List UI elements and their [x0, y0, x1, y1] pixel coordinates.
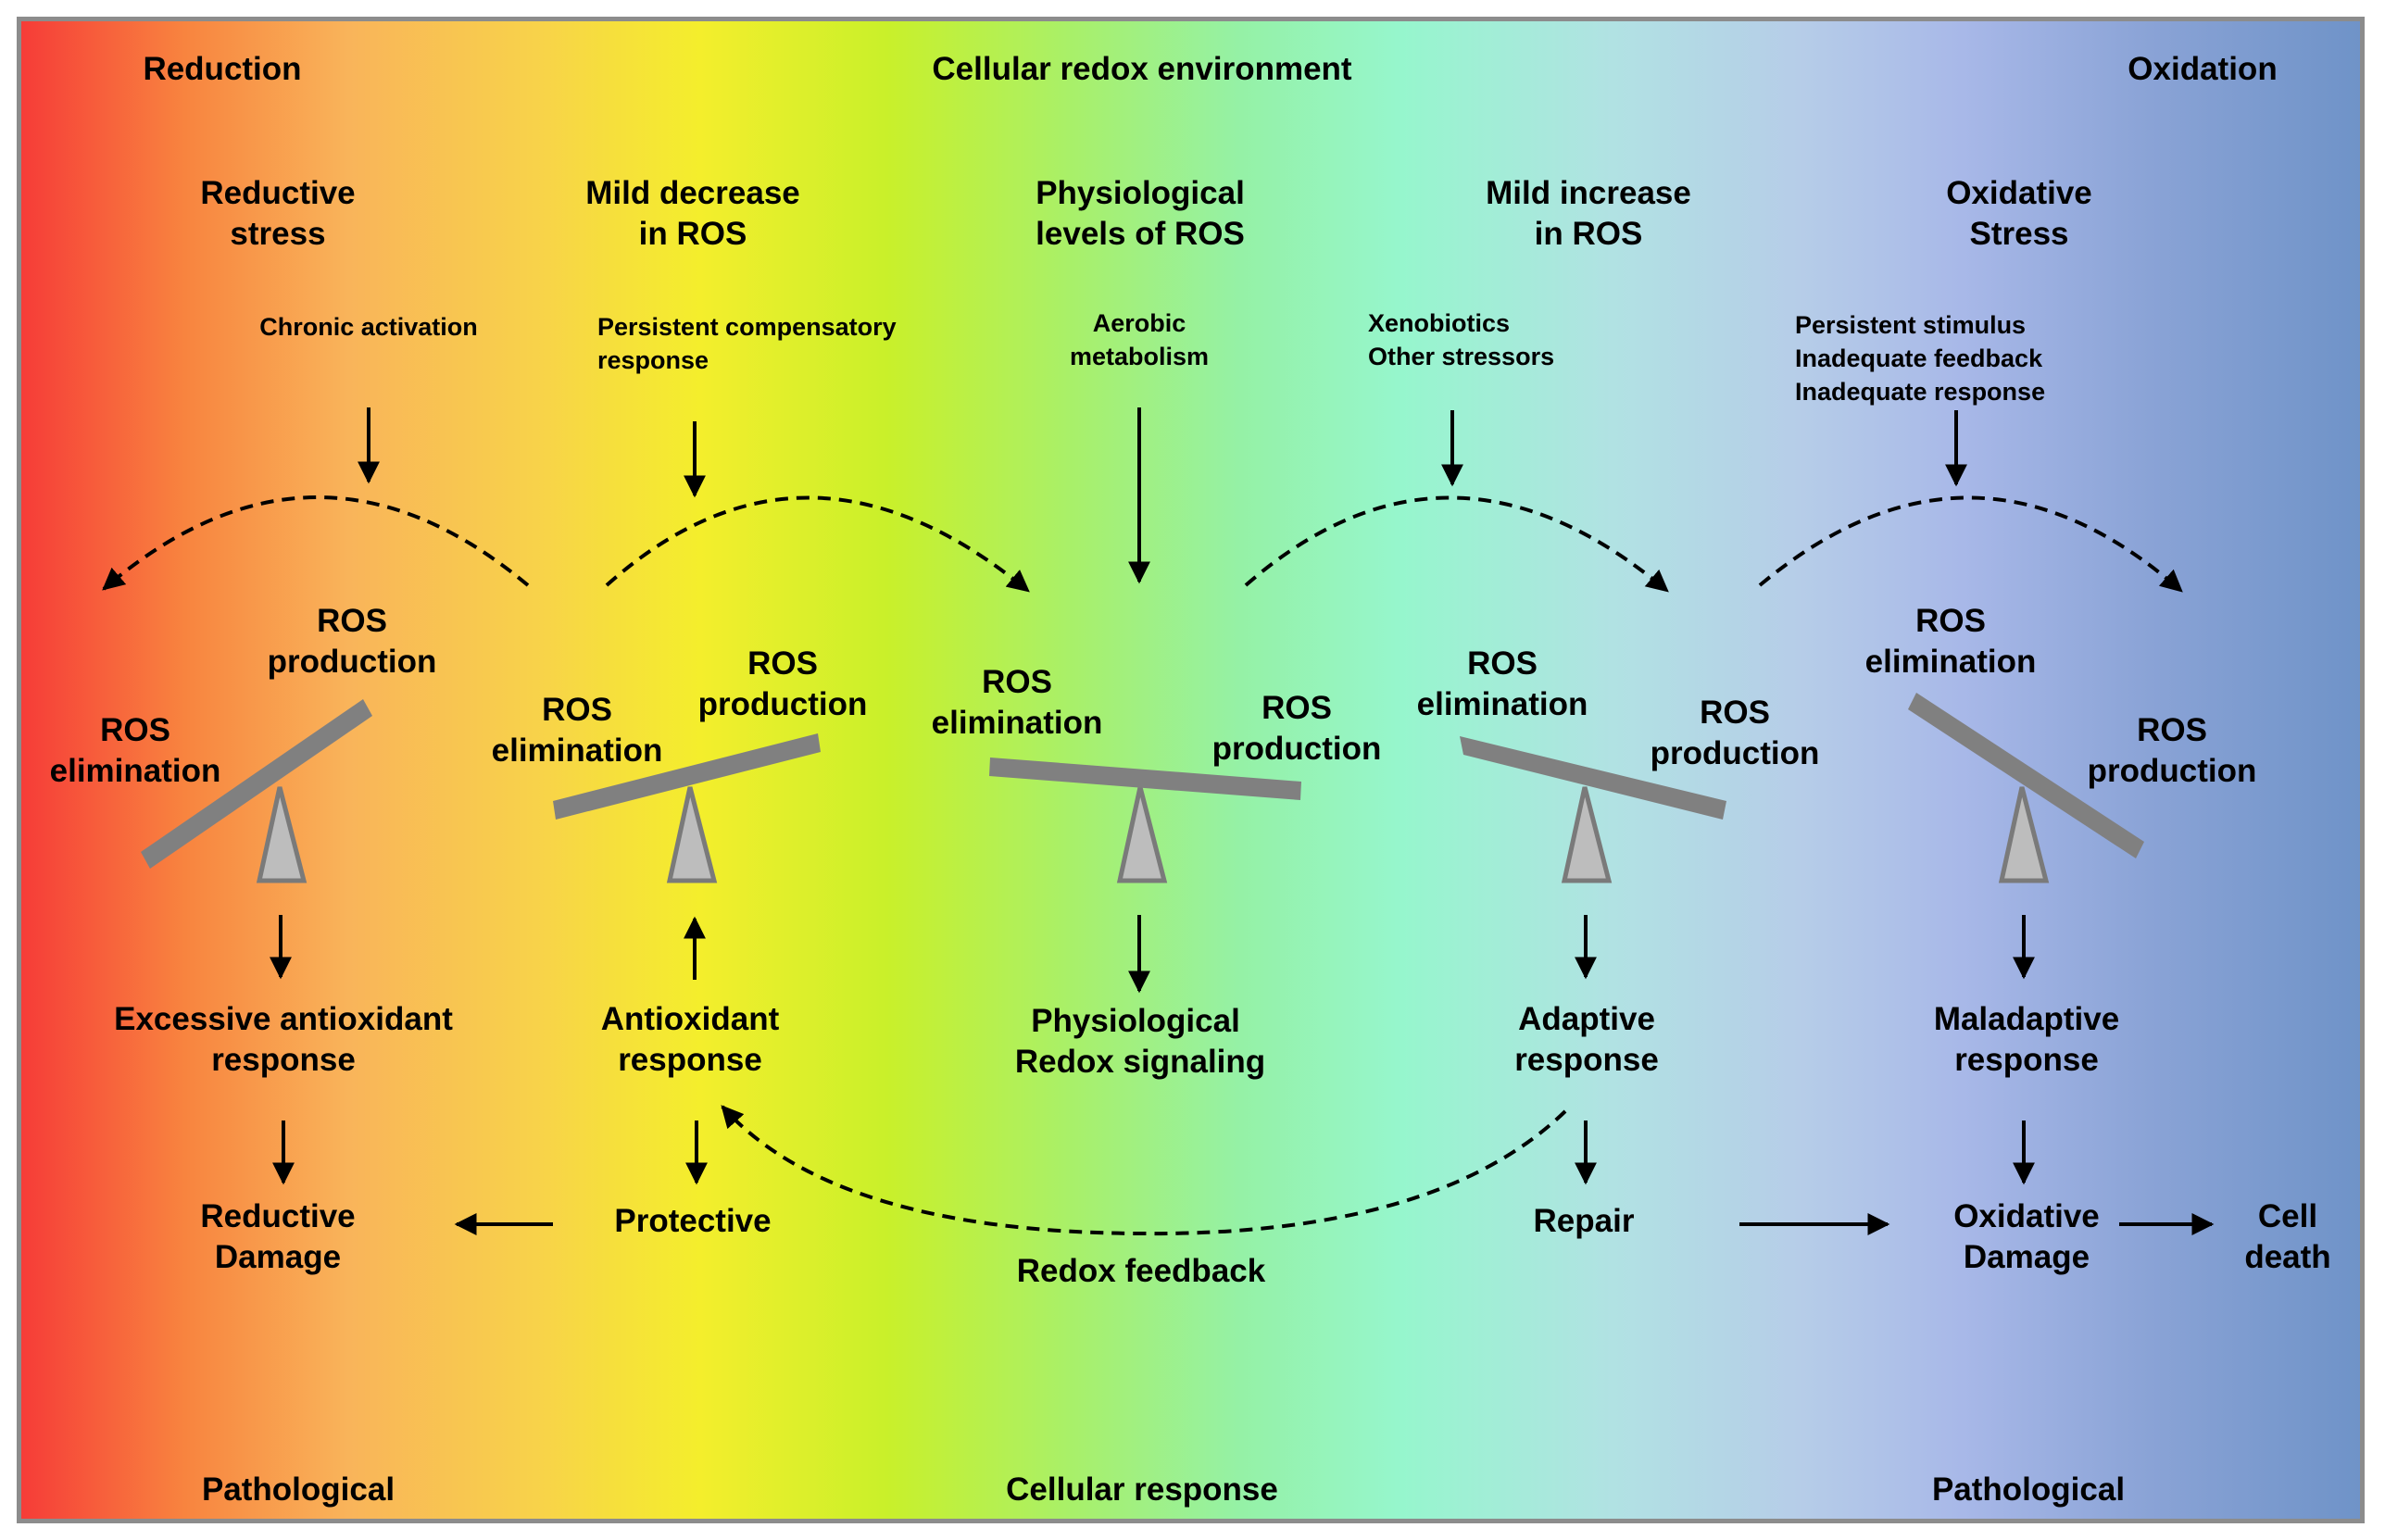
seesaw3-fulcrum [1116, 786, 1168, 883]
trigger-compensatory-line2: response [597, 346, 709, 374]
footer-pathological-left: Pathological [202, 1471, 395, 1508]
seesaw1-fulcrum [256, 786, 308, 883]
response-maladaptive-line2: response [1954, 1042, 2099, 1078]
seesaw4-elimination-line1: ROS [1467, 645, 1538, 682]
outcome-oxidative-line2: Damage [1964, 1239, 2090, 1275]
seesaw4-lever [1460, 736, 1726, 820]
response-maladaptive-line1: Maladaptive [1934, 1001, 2119, 1037]
response-adaptive-line2: response [1514, 1042, 1659, 1078]
seesaw1-elimination-line1: ROS [100, 712, 170, 748]
outcome-cell-death-line2: death [2244, 1239, 2330, 1275]
seesaw5-production-line1: ROS [2137, 712, 2207, 748]
response-excessive-line2: response [211, 1042, 356, 1078]
seesaw1-production-line2: production [268, 644, 437, 680]
response-adaptive-line1: Adaptive [1518, 1001, 1655, 1037]
state-mild-decrease-line1: Mild decrease [585, 175, 800, 211]
header-reduction: Reduction [143, 51, 301, 87]
response-antioxidant-line2: response [618, 1042, 762, 1078]
seesaw2-lever [553, 733, 821, 820]
state-mild-increase-line2: in ROS [1535, 216, 1643, 252]
seesaw2-production-line2: production [698, 686, 868, 722]
redox-feedback-curve [721, 1105, 1567, 1236]
seesaw3-production-line2: production [1212, 731, 1382, 767]
outcome-reductive-line2: Damage [215, 1239, 341, 1275]
footer-cellular-response: Cellular response [1006, 1471, 1278, 1508]
response-excessive-line1: Excessive antioxidant [114, 1001, 453, 1037]
seesaw2-production-line1: ROS [747, 645, 818, 682]
trigger-persistent-stimulus: Persistent stimulus [1795, 311, 2026, 339]
seesaw1-elimination-line2: elimination [50, 753, 221, 789]
seesaw2-fulcrum [666, 786, 718, 883]
header-title: Cellular redox environment [932, 51, 1352, 87]
response-physiological-line1: Physiological [1031, 1003, 1240, 1039]
trigger-xenobiotics: Xenobiotics [1368, 309, 1510, 337]
state-mild-increase-line1: Mild increase [1486, 175, 1691, 211]
arc-to-mild-increase [1244, 495, 1669, 593]
outcome-repair: Repair [1534, 1203, 1635, 1239]
state-reductive-line2: stress [230, 216, 325, 252]
footer-pathological-right: Pathological [1932, 1471, 2125, 1508]
trigger-inadequate-feedback: Inadequate feedback [1795, 344, 2043, 372]
trigger-chronic-activation: Chronic activation [259, 313, 478, 341]
state-oxidative-line1: Oxidative [1946, 175, 2092, 211]
state-reductive-line1: Reductive [200, 175, 355, 211]
outcome-reductive-line1: Reductive [200, 1198, 355, 1234]
state-physiological-line2: levels of ROS [1036, 216, 1245, 252]
trigger-aerobic-line2: metabolism [1070, 343, 1209, 370]
outcome-oxidative-line1: Oxidative [1953, 1198, 2100, 1234]
trigger-aerobic-line1: Aerobic [1093, 309, 1186, 337]
seesaw3-elimination-line1: ROS [982, 664, 1052, 700]
seesaw4-elimination-line2: elimination [1417, 686, 1588, 722]
header-oxidation: Oxidation [2128, 51, 2277, 87]
seesaw5-elimination-line1: ROS [1915, 603, 1986, 639]
arc-to-physiological [605, 495, 1030, 593]
redox-gradient-panel [17, 17, 2365, 1523]
seesaw5-fulcrum [1998, 786, 2050, 883]
response-antioxidant-line1: Antioxidant [601, 1001, 780, 1037]
trigger-inadequate-response: Inadequate response [1795, 378, 2045, 406]
outcome-cell-death-line1: Cell [2258, 1198, 2317, 1234]
trigger-other-stressors: Other stressors [1368, 343, 1554, 370]
seesaw1-lever [141, 699, 372, 869]
seesaw2-elimination-line2: elimination [492, 732, 663, 769]
seesaw3-elimination-line2: elimination [932, 705, 1103, 741]
outcome-protective: Protective [614, 1203, 771, 1239]
response-physiological-line2: Redox signaling [1015, 1044, 1265, 1080]
seesaw4-production-line2: production [1651, 735, 1820, 771]
trigger-compensatory-line1: Persistent compensatory [597, 313, 897, 341]
seesaw3-production-line1: ROS [1262, 690, 1332, 726]
seesaw3-lever [989, 757, 1301, 800]
arc-to-reductive [102, 495, 530, 591]
seesaw2-elimination-line1: ROS [542, 692, 612, 728]
redox-feedback-label: Redox feedback [1017, 1253, 1266, 1289]
seesaw5-elimination-line2: elimination [1865, 644, 2037, 680]
seesaw1-production-line1: ROS [317, 603, 387, 639]
state-mild-decrease-line2: in ROS [639, 216, 747, 252]
seesaw5-production-line2: production [2088, 753, 2257, 789]
state-physiological-line1: Physiological [1036, 175, 1245, 211]
arc-to-oxidative [1758, 495, 2183, 593]
seesaw4-production-line1: ROS [1700, 695, 1770, 731]
seesaw5-lever [1908, 693, 2144, 858]
state-oxidative-line2: Stress [1969, 216, 2068, 252]
seesaw4-fulcrum [1561, 786, 1613, 883]
